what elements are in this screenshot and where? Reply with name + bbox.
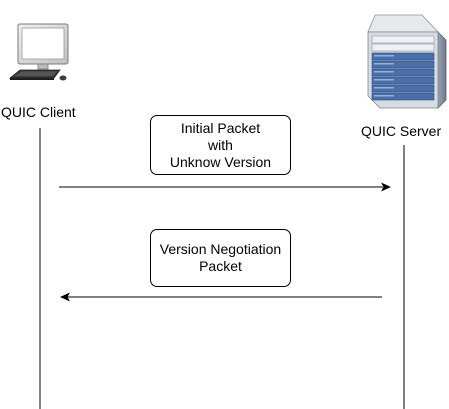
initial-packet-message-box: Initial Packet with Unknow Version bbox=[150, 115, 291, 175]
client-label: QUIC Client bbox=[1, 104, 76, 120]
server-label: QUIC Server bbox=[361, 123, 442, 139]
desktop-computer-icon bbox=[8, 23, 69, 81]
message-line: Initial Packet bbox=[180, 119, 261, 136]
message-line: Unknow Version bbox=[169, 153, 272, 170]
version-negotiation-message-box: Version Negotiation Packet bbox=[150, 229, 291, 287]
initial-packet-arrow bbox=[59, 182, 391, 192]
message-line: Packet bbox=[199, 258, 242, 274]
version-negotiation-arrow bbox=[60, 292, 382, 302]
message-line: with bbox=[208, 136, 233, 153]
message-line: Version Negotiation bbox=[159, 241, 282, 257]
server-rack-icon bbox=[367, 14, 447, 109]
